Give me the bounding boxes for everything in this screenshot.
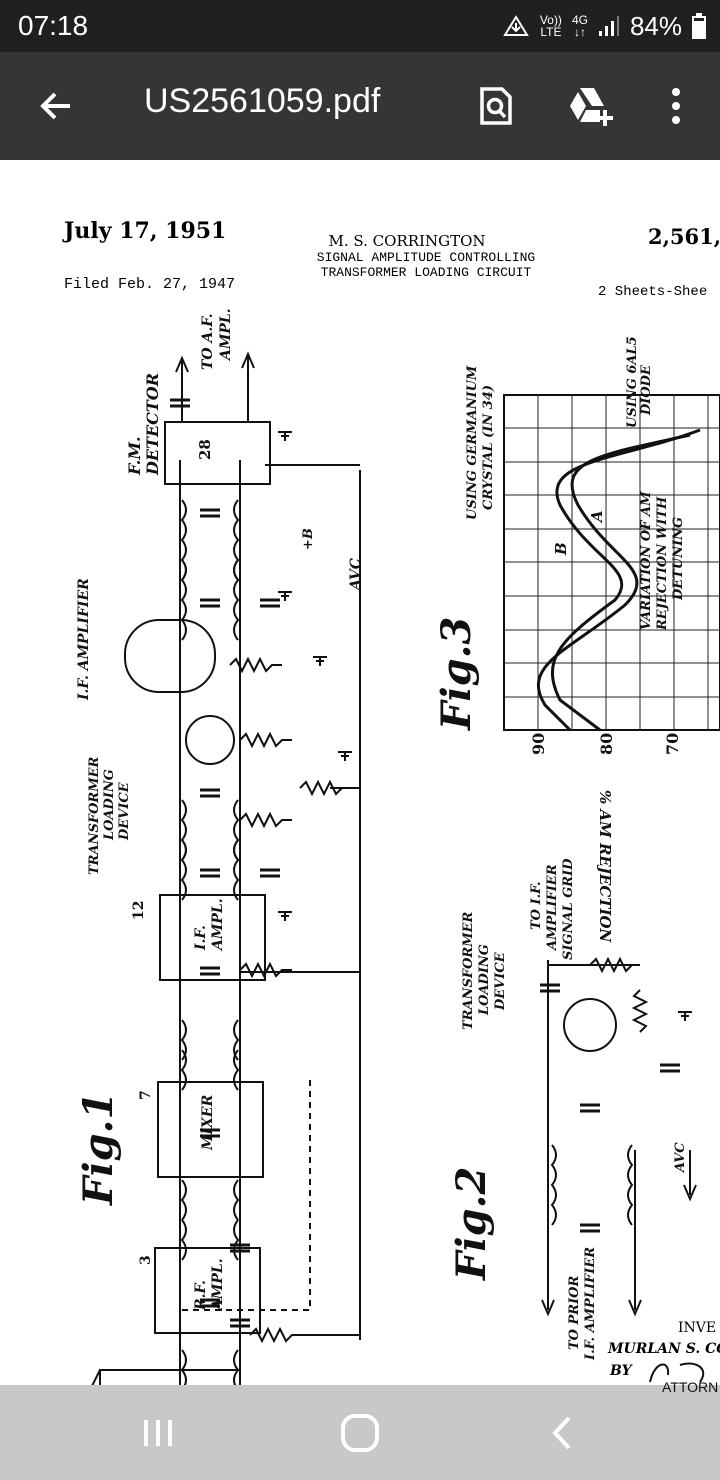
- fig1-plus-b-label: +B: [301, 528, 316, 550]
- fig3-curve-a: A: [588, 510, 606, 524]
- volte-indicator: Vo)) LTE: [539, 13, 562, 39]
- fig3-tick-80: 80: [597, 733, 616, 755]
- inventor-full-name: MURLAN S. CORR: [607, 1341, 720, 1357]
- fig3-6al5-label: USING 6AL5: [625, 336, 640, 428]
- app-bar: US2561059.pdf: [0, 52, 720, 160]
- fig2-label: Fig.2: [448, 1167, 495, 1281]
- find-in-document-button[interactable]: [466, 76, 526, 136]
- fig1-if-amplifier-label: I.F. AMPLIFIER: [76, 578, 92, 701]
- nav-back-button[interactable]: [532, 1403, 592, 1463]
- arrow-left-icon: [40, 92, 70, 120]
- patent-number: 2,561,0: [648, 224, 720, 249]
- fig1-block-3: 3: [138, 1255, 154, 1265]
- attorney-label: ATTORN: [662, 1379, 719, 1395]
- patent-title-line1: SIGNAL AMPLITUDE CONTROLLING: [317, 250, 535, 265]
- recents-button[interactable]: [128, 1403, 188, 1463]
- svg-text:DETECTOR: DETECTOR: [143, 373, 162, 476]
- svg-text:AMPL.: AMPL.: [210, 898, 226, 952]
- drive-add-icon: [570, 88, 613, 126]
- svg-text:DEVICE: DEVICE: [493, 951, 508, 1011]
- filed-date: Filed Feb. 27, 1947: [64, 276, 235, 293]
- document-title: US2561059.pdf: [144, 82, 381, 120]
- svg-text:LOADING: LOADING: [102, 769, 117, 841]
- system-nav-bar: ATTORN: [0, 1379, 720, 1480]
- home-button[interactable]: [330, 1403, 390, 1463]
- fig1-if-ampl-label: I.F.: [193, 925, 209, 951]
- recents-icon: [144, 1420, 172, 1446]
- svg-text:DETUNING: DETUNING: [671, 517, 686, 601]
- back-chevron-icon: [552, 1416, 571, 1450]
- svg-text:CRYSTAL (IN 34): CRYSTAL (IN 34): [481, 385, 496, 510]
- fig3-chart: [503, 394, 720, 732]
- svg-text:AMPLIFIER: AMPLIFIER: [545, 864, 560, 952]
- svg-text:DEVICE: DEVICE: [117, 781, 132, 841]
- fig1-block-7: 7: [138, 1090, 154, 1100]
- more-vertical-icon: [672, 88, 680, 124]
- fig1-to-af-ampl-label: TO A.F.: [200, 313, 216, 370]
- fig1-avc-label: AVC: [348, 558, 364, 592]
- fig2-circuit: [540, 956, 697, 1317]
- fig3-curve-b: B: [552, 542, 570, 556]
- fig2-transformer-loading-label: TRANSFORMER: [461, 912, 476, 1030]
- fig1-block-12: 12: [131, 901, 147, 920]
- svg-text:REJECTION WITH: REJECTION WITH: [655, 496, 670, 631]
- add-to-drive-button[interactable]: [560, 76, 620, 136]
- fig3-y-axis-label: % AM REJECTION: [596, 790, 614, 944]
- fig2-to-if-amplifier-label: TO I.F.: [529, 881, 544, 930]
- status-icons: Vo)) LTE 4G ↓↑ 84%: [502, 8, 706, 44]
- patent-date: July 17, 1951: [62, 218, 226, 244]
- fig1-label: Fig.1: [75, 1092, 122, 1206]
- patent-title-line2: TRANSFORMER LOADING CIRCUIT: [321, 265, 532, 280]
- fig3-germanium-label: USING GERMANIUM: [465, 365, 480, 520]
- svg-text:DIODE: DIODE: [639, 364, 654, 416]
- data-saver-icon: [503, 15, 529, 36]
- back-button[interactable]: [26, 76, 86, 136]
- status-bar: 07:18 Vo)) LTE 4G ↓↑ 84%: [0, 0, 720, 52]
- fig1-rf-ampl-label: R.F.: [193, 1280, 209, 1311]
- attorney-signature: [649, 1362, 705, 1383]
- signal-icon: [598, 16, 619, 36]
- more-options-button[interactable]: [646, 76, 706, 136]
- fig2-avc-label: AVC: [673, 1142, 688, 1174]
- fig3-label: Fig.3: [433, 617, 480, 731]
- svg-text:AMPL.: AMPL.: [210, 1258, 226, 1312]
- fig1-transformer-loading-label: TRANSFORMER: [87, 757, 102, 875]
- status-time: 07:18: [18, 10, 89, 41]
- pdf-page[interactable]: July 17, 1951 Filed Feb. 27, 1947 M. S. …: [0, 160, 720, 1385]
- search-doc-icon: [480, 87, 512, 125]
- fig3-tick-70: 70: [663, 733, 682, 755]
- fig1-block-28: 28: [196, 439, 214, 460]
- fig3-tick-90: 90: [529, 733, 548, 755]
- battery-percent: 84%: [629, 10, 682, 41]
- svg-text:AMPL.: AMPL.: [218, 308, 234, 362]
- fig1-circuit: [91, 351, 361, 1385]
- svg-text:LOADING: LOADING: [477, 944, 492, 1016]
- home-icon: [341, 1414, 379, 1452]
- fig1-mixer-label: MIXER: [200, 1095, 216, 1151]
- inventor-name: M. S. CORRINGTON: [329, 232, 486, 250]
- network-indicator: 4G ↓↑: [571, 13, 588, 39]
- svg-text:I.F. AMPLIFIER: I.F. AMPLIFIER: [583, 1247, 598, 1361]
- fig1-fm-detector-label: F.M.: [125, 436, 144, 476]
- inventor-word: INVE: [678, 1320, 716, 1336]
- svg-text:SIGNAL GRID: SIGNAL GRID: [561, 858, 576, 960]
- patent-drawing: July 17, 1951 Filed Feb. 27, 1947 M. S. …: [62, 218, 720, 1385]
- inventor-by: BY: [609, 1363, 634, 1379]
- sheets-count: 2 Sheets-Shee: [598, 284, 707, 300]
- fig3-variation-label: VARIATION OF AM: [639, 491, 654, 630]
- fig2-to-prior-label: TO PRIOR: [567, 1275, 582, 1350]
- battery-icon: [692, 13, 706, 39]
